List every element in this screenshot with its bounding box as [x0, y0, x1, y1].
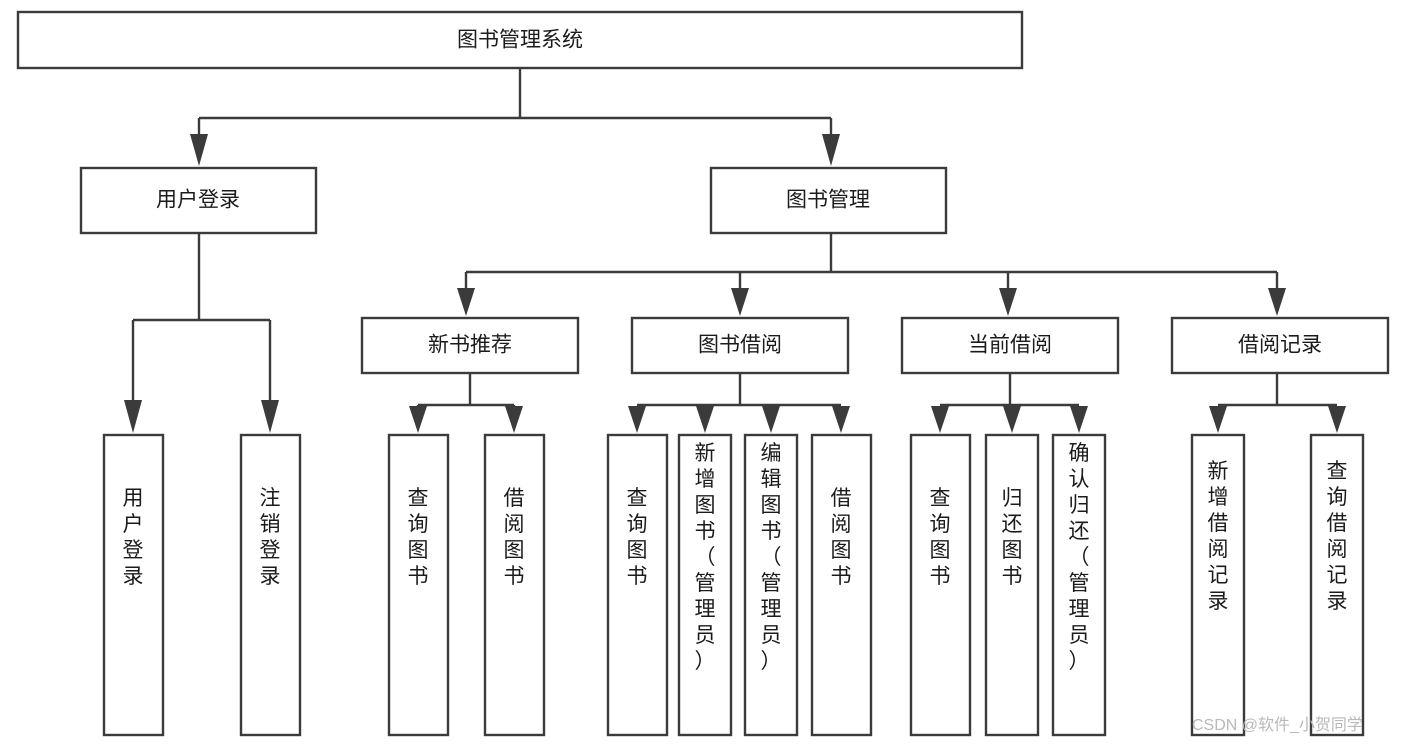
node-user-login[interactable]: 用户登录 — [79, 166, 318, 235]
node-borrow-records-label: 借阅记录 — [1238, 334, 1322, 357]
node-leaf-record-query-label: 查询借阅记录 — [1327, 460, 1348, 613]
arrow-head-new-book-recommend — [457, 288, 475, 316]
node-book-management[interactable]: 图书管理 — [709, 166, 948, 235]
node-leaf-recommend-query-book[interactable]: 查询图书 — [387, 433, 450, 737]
node-leaf-record-query-box[interactable] — [1309, 433, 1365, 737]
arrow-head-leaf-recommend-borrow-book — [505, 406, 523, 433]
node-leaf-borrow-add-book-label: 新增图书（管理员） — [695, 442, 716, 673]
arrow-head-leaf-record-query — [1328, 406, 1346, 433]
arrow-head-leaf-current-return-book — [1003, 406, 1021, 433]
node-leaf-borrow-add-book[interactable]: 新增图书（管理员） — [677, 433, 733, 737]
arrow-head-book-management — [822, 134, 840, 166]
node-user-login-label: 用户登录 — [156, 189, 240, 212]
node-leaf-borrow-borrow-book-box[interactable] — [810, 433, 873, 737]
node-borrow-records[interactable]: 借阅记录 — [1170, 316, 1390, 375]
connector-layer — [124, 68, 1346, 433]
arrow-head-book-borrow — [731, 288, 749, 316]
arrow-head-leaf-current-confirm-return — [1070, 406, 1088, 433]
node-borrow-records-box[interactable] — [1170, 316, 1390, 375]
node-leaf-recommend-borrow-book-label: 借阅图书 — [504, 487, 525, 588]
node-leaf-user-login-box[interactable] — [102, 433, 165, 737]
node-leaf-user-login-label: 用户登录 — [123, 487, 144, 588]
node-leaf-borrow-borrow-book[interactable]: 借阅图书 — [810, 433, 873, 737]
node-leaf-current-return-book-box[interactable] — [984, 433, 1040, 737]
node-new-book-recommend-label: 新书推荐 — [428, 334, 512, 357]
node-leaf-borrow-borrow-book-label: 借阅图书 — [831, 487, 852, 588]
node-leaf-user-logout-box[interactable] — [239, 433, 302, 737]
arrow-head-leaf-user-logout — [261, 400, 279, 433]
node-leaf-current-query-book-box[interactable] — [909, 433, 972, 737]
node-leaf-borrow-query-book[interactable]: 查询图书 — [606, 433, 669, 737]
node-leaf-recommend-borrow-book[interactable]: 借阅图书 — [483, 433, 546, 737]
node-leaf-record-add[interactable]: 新增借阅记录 — [1190, 433, 1246, 737]
csdn-watermark: CSDN @软件_小贺同学 — [1192, 716, 1363, 734]
node-leaf-borrow-edit-book-label: 编辑图书（管理员） — [761, 442, 782, 673]
node-book-management-box[interactable] — [709, 166, 948, 235]
node-book-borrow[interactable]: 图书借阅 — [630, 316, 850, 375]
arrow-head-leaf-current-query-book — [931, 406, 949, 433]
node-leaf-current-query-book-label: 查询图书 — [930, 487, 951, 588]
node-book-borrow-label: 图书借阅 — [698, 334, 782, 357]
node-leaf-user-login[interactable]: 用户登录 — [102, 433, 165, 737]
arrow-head-user-login — [190, 134, 208, 166]
node-leaf-current-confirm-return-box[interactable] — [1051, 433, 1107, 737]
node-current-borrow-box[interactable] — [900, 316, 1120, 375]
node-leaf-record-query[interactable]: 查询借阅记录 — [1309, 433, 1365, 737]
node-leaf-borrow-edit-book[interactable]: 编辑图书（管理员） — [743, 433, 799, 737]
node-current-borrow[interactable]: 当前借阅 — [900, 316, 1120, 375]
node-new-book-recommend[interactable]: 新书推荐 — [360, 316, 580, 375]
node-leaf-borrow-query-book-box[interactable] — [606, 433, 669, 737]
node-leaf-record-add-box[interactable] — [1190, 433, 1246, 737]
node-root-label: 图书管理系统 — [457, 29, 583, 52]
node-leaf-current-query-book[interactable]: 查询图书 — [909, 433, 972, 737]
node-leaf-current-return-book-label: 归还图书 — [1002, 487, 1023, 588]
arrow-head-borrow-records — [1268, 288, 1286, 316]
arrow-head-leaf-borrow-add-book — [696, 406, 714, 433]
arrow-head-current-borrow — [999, 288, 1017, 316]
leaf-nodes-layer: 用户登录 注销登录 查询图书 借阅图书 查询图书 新增图书（管理员） — [102, 433, 1365, 737]
node-user-login-box[interactable] — [79, 166, 318, 235]
node-leaf-user-logout[interactable]: 注销登录 — [239, 433, 302, 737]
node-root[interactable]: 图书管理系统 — [16, 10, 1024, 70]
arrow-head-leaf-user-login — [124, 400, 142, 433]
arrow-head-leaf-recommend-query-book — [409, 406, 427, 433]
node-book-borrow-box[interactable] — [630, 316, 850, 375]
node-leaf-recommend-query-book-box[interactable] — [387, 433, 450, 737]
node-leaf-current-return-book[interactable]: 归还图书 — [984, 433, 1040, 737]
node-leaf-recommend-borrow-book-box[interactable] — [483, 433, 546, 737]
node-leaf-borrow-add-book-box[interactable] — [677, 433, 733, 737]
node-leaf-record-add-label: 新增借阅记录 — [1208, 460, 1229, 613]
node-leaf-user-logout-label: 注销登录 — [260, 487, 281, 588]
node-current-borrow-label: 当前借阅 — [968, 334, 1052, 357]
node-leaf-borrow-query-book-label: 查询图书 — [627, 487, 648, 588]
arrow-head-leaf-borrow-edit-book — [762, 406, 780, 433]
node-leaf-borrow-edit-book-box[interactable] — [743, 433, 799, 737]
arrow-head-leaf-record-add — [1209, 406, 1227, 433]
node-leaf-current-confirm-return[interactable]: 确认归还（管理员） — [1051, 433, 1107, 737]
arrow-head-leaf-borrow-query-book — [628, 406, 646, 433]
node-leaf-recommend-query-book-label: 查询图书 — [408, 487, 429, 588]
node-leaf-current-confirm-return-label: 确认归还（管理员） — [1069, 442, 1090, 673]
node-root-box[interactable] — [16, 10, 1024, 70]
node-new-book-recommend-box[interactable] — [360, 316, 580, 375]
arrow-head-leaf-borrow-borrow-book — [832, 406, 850, 433]
node-book-management-label: 图书管理 — [786, 189, 870, 212]
